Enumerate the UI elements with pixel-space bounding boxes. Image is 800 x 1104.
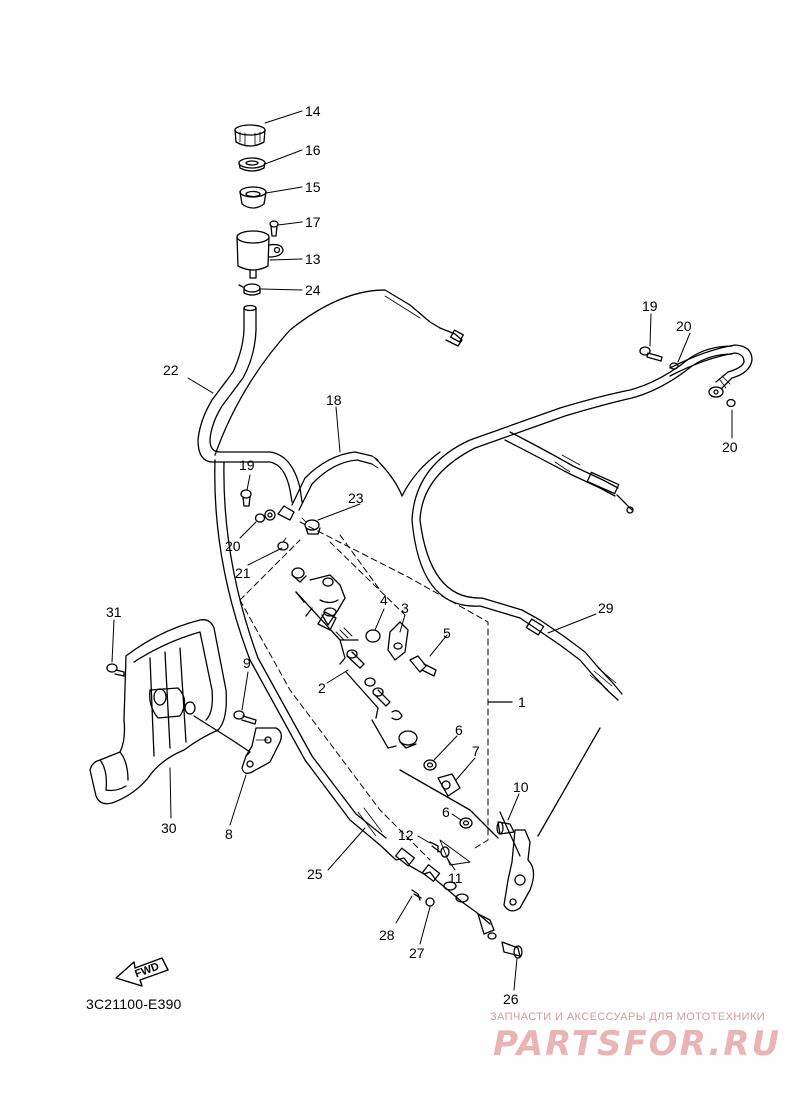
cable-25-part <box>214 459 497 940</box>
washer-27-part <box>425 897 435 907</box>
callout-20-left: 20 <box>225 538 241 554</box>
hose-clip-24-part <box>238 283 261 296</box>
watermark-logo: PARTSFOR.RU <box>493 1024 782 1064</box>
leader-lines <box>111 110 733 991</box>
gasket-20-right-b-part <box>726 398 736 408</box>
cable-upper-part <box>214 289 464 456</box>
callout-27: 27 <box>409 945 425 961</box>
pin-26-part <box>501 941 523 959</box>
callout-12: 12 <box>398 827 414 843</box>
callout-19-left: 19 <box>239 457 255 473</box>
callout-3: 3 <box>401 600 409 616</box>
diaphragm-plate-part <box>238 157 266 172</box>
master-cylinder-body-part <box>291 567 346 631</box>
callout-5: 5 <box>443 625 451 641</box>
union-bolt-19-right-part <box>639 346 663 362</box>
cable-29-part <box>411 345 733 701</box>
callout-6-lower: 6 <box>442 804 450 820</box>
callout-11: 11 <box>448 870 463 886</box>
rod-7-part <box>399 769 499 839</box>
nut-6-upper-part <box>423 759 437 771</box>
bracket-8-part <box>241 727 282 774</box>
pin-10-part <box>496 821 515 835</box>
cotter-pin-12-part <box>429 841 441 853</box>
bolt-31-part <box>106 663 125 677</box>
callout-2: 2 <box>318 680 326 696</box>
piston-kit-part <box>335 627 418 749</box>
heel-guard-30-part <box>89 619 251 805</box>
callout-23: 23 <box>348 490 364 506</box>
union-bolt-19-left-part <box>240 489 252 507</box>
callout-14: 14 <box>305 103 321 119</box>
bolt-5-part <box>409 655 437 677</box>
callout-26: 26 <box>503 991 519 1007</box>
nut-6-lower-part <box>459 817 473 829</box>
callout-15: 15 <box>305 179 321 195</box>
callout-17: 17 <box>305 214 321 230</box>
bypass-hose-part <box>669 344 753 398</box>
bolt-9-part <box>233 710 257 725</box>
washer-11-part <box>439 839 471 866</box>
callout-20-right-a: 20 <box>676 318 692 334</box>
diaphragm-part <box>239 186 267 209</box>
hose-joint-3-part <box>387 621 409 661</box>
callout-10: 10 <box>513 779 529 795</box>
callout-7: 7 <box>472 743 480 759</box>
callout-31: 31 <box>106 604 122 620</box>
callout-21: 21 <box>235 565 251 581</box>
screw-17-part <box>269 220 279 237</box>
callout-25: 25 <box>307 866 323 882</box>
brake-pedal-arm-part <box>499 727 601 912</box>
reservoir-hose-part <box>197 304 303 503</box>
callout-28: 28 <box>379 927 395 943</box>
brake-hose-part <box>264 451 441 521</box>
hose-clip-23-part <box>301 517 321 535</box>
piston-kit-bracket <box>295 591 397 749</box>
oring-4-part <box>365 629 381 643</box>
reservoir-cap-part <box>234 124 266 147</box>
callout-29: 29 <box>598 600 614 616</box>
watermark-tagline: ЗАПЧАСТИ И АКСЕССУАРЫ ДЛЯ МОТОТЕХНИКИ <box>490 1011 766 1023</box>
callout-1: 1 <box>518 694 526 710</box>
callout-8: 8 <box>225 826 233 842</box>
callout-16: 16 <box>305 142 321 158</box>
cable-upper-right-part <box>504 431 634 514</box>
fwd-arrow-icon: FWD <box>115 957 169 987</box>
gasket-20-left-part <box>254 513 266 523</box>
callout-numbers: 14 16 15 17 13 24 22 18 19 20 20 19 20 2… <box>106 103 738 1007</box>
callout-18: 18 <box>326 392 342 408</box>
gasket-21-part <box>277 537 289 551</box>
reservoir-tank-part <box>236 230 284 279</box>
master-cylinder-assembly-outline <box>239 521 489 861</box>
callout-22: 22 <box>163 362 179 378</box>
callout-24: 24 <box>305 282 321 298</box>
callout-9: 9 <box>243 655 251 671</box>
callout-19-right: 19 <box>642 298 658 314</box>
cotter-pin-28-part <box>411 889 422 901</box>
callout-20-right-b: 20 <box>722 439 738 455</box>
gasket-20-right-a-part <box>669 362 679 370</box>
callout-30: 30 <box>161 820 177 836</box>
callout-13: 13 <box>305 251 321 267</box>
diagram-code: 3C21100-E390 <box>86 996 182 1012</box>
callout-6-upper: 6 <box>455 722 463 738</box>
callout-4: 4 <box>380 592 388 608</box>
